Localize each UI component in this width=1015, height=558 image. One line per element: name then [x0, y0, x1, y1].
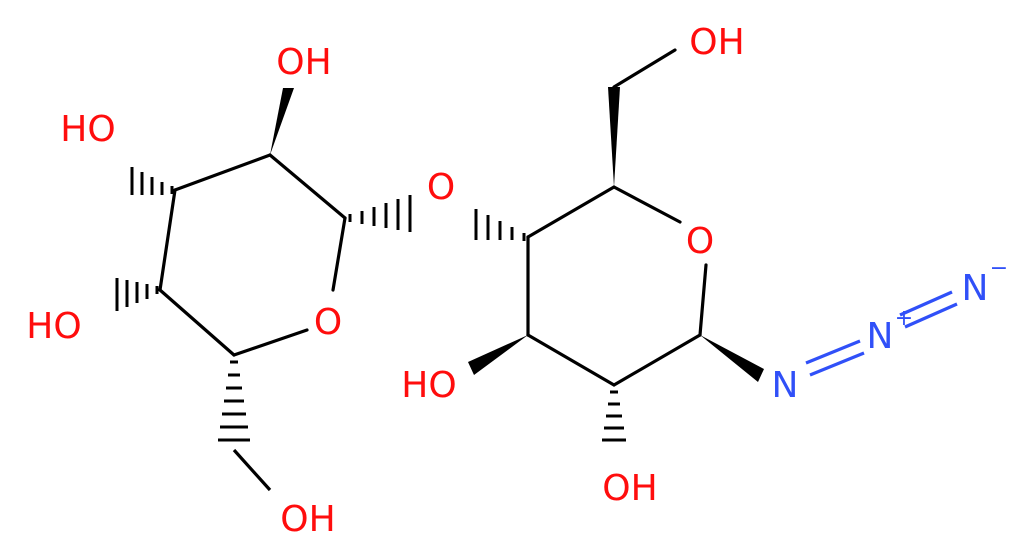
hash-bond-ho-upper	[130, 167, 174, 195]
left-ring-bonds	[158, 153, 347, 357]
wedge-bond	[468, 335, 528, 375]
bond	[612, 185, 682, 224]
oh-label: OH	[280, 499, 335, 540]
bond	[331, 216, 347, 292]
bond	[698, 263, 708, 337]
bond	[158, 288, 236, 357]
bond	[268, 153, 347, 220]
hash-bond-ch2oh-left	[218, 360, 250, 442]
positive-charge: +	[895, 306, 913, 331]
right-ring-bonds	[526, 48, 708, 387]
ho-label: HO	[26, 306, 81, 347]
bridge-oxygen-label: O	[427, 167, 455, 208]
wedge-bond	[700, 335, 764, 382]
bond	[158, 188, 177, 292]
bond	[612, 48, 677, 89]
bond	[232, 448, 272, 492]
hash-bond-ho-lower	[115, 278, 159, 311]
ho-label: HO	[401, 365, 456, 406]
ho-label: HO	[60, 109, 115, 150]
bond	[173, 153, 272, 192]
bond	[612, 333, 702, 387]
oh-label: OH	[689, 22, 744, 63]
hash-bond-oh-bottom	[602, 390, 626, 442]
nitrogen-label: N	[772, 365, 799, 406]
hash-bond-glycosidic	[348, 195, 412, 232]
oh-label: OH	[276, 42, 331, 83]
nitrogen-label: N	[962, 268, 989, 309]
azide-bonds	[805, 290, 958, 377]
negative-charge: −	[990, 256, 1008, 281]
ring-oxygen-label: O	[314, 302, 342, 343]
hash-bond-bridge-right	[474, 209, 526, 241]
ring-oxygen-label: O	[686, 221, 714, 262]
wedge-bond	[608, 87, 620, 187]
oh-label: OH	[602, 468, 657, 509]
bond	[232, 328, 309, 357]
bond	[526, 185, 616, 239]
wedge-bond	[270, 88, 294, 155]
nitrogen-label: N	[867, 316, 894, 357]
bond	[526, 333, 616, 387]
